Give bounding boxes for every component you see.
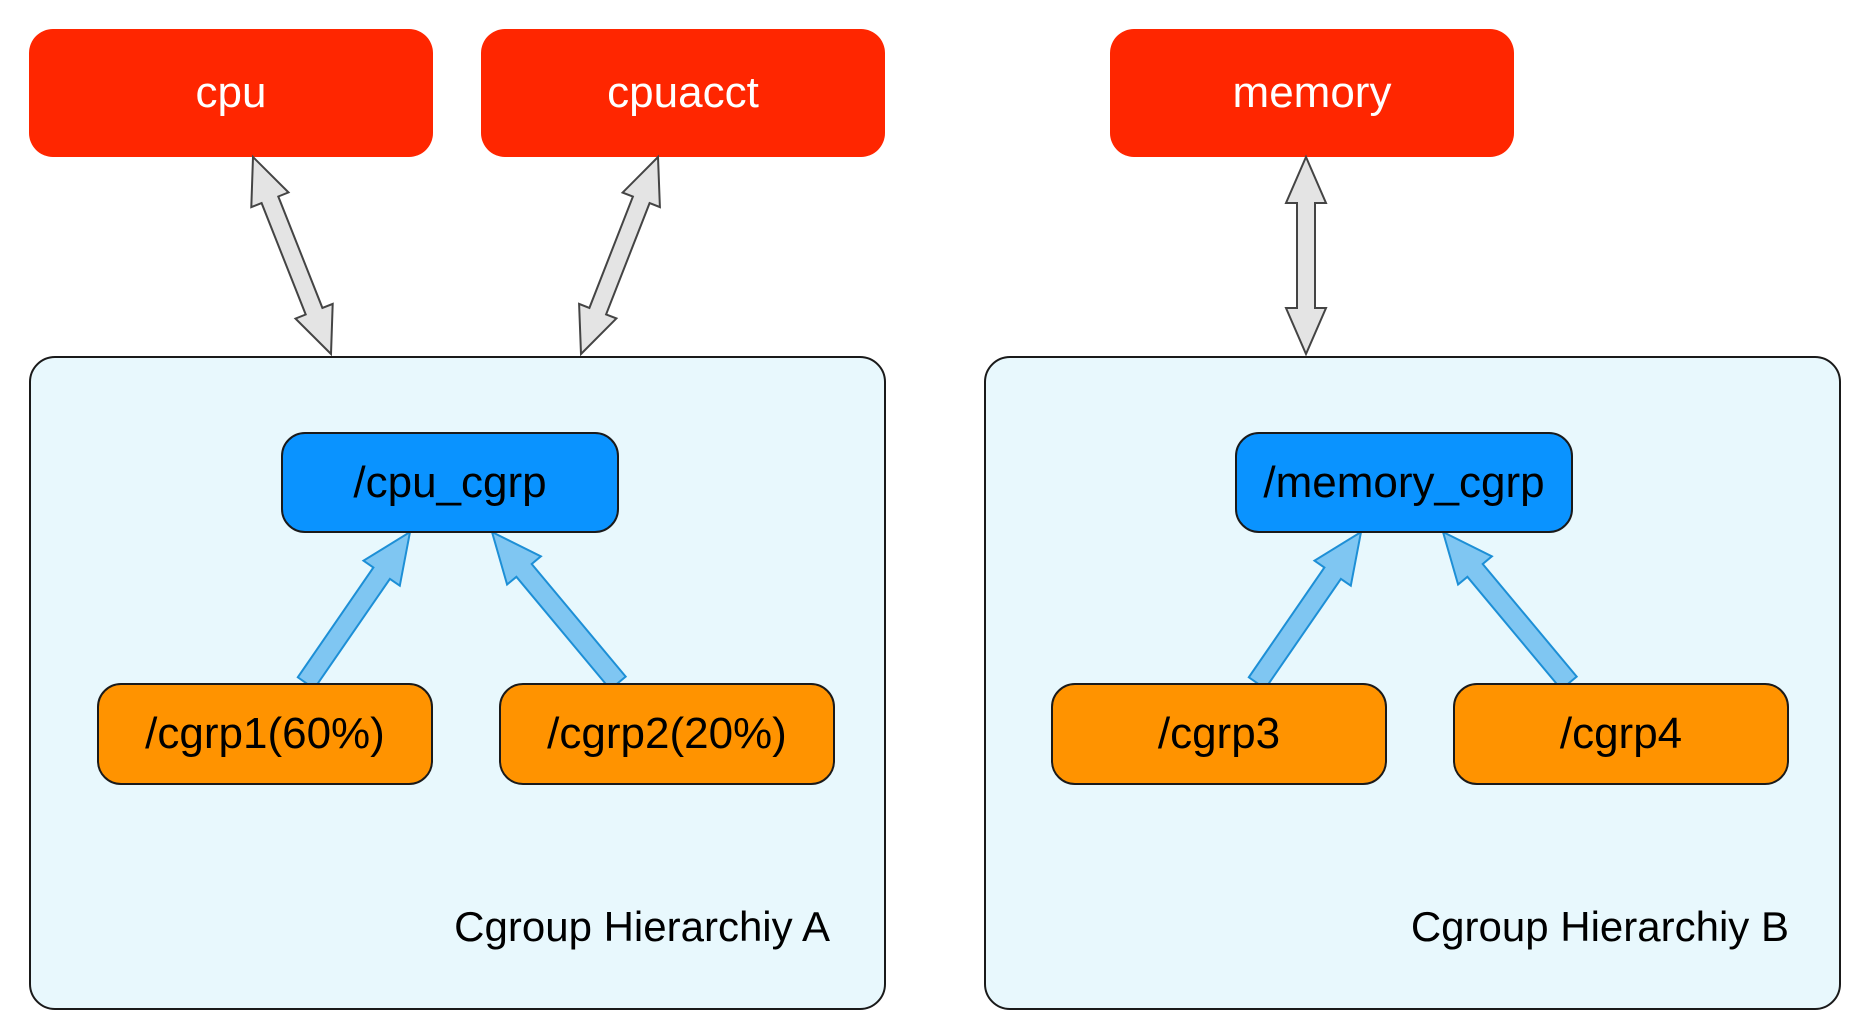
- child-arrow-cgrp4: [1441, 530, 1579, 691]
- child-arrow-cgrp2: [490, 530, 628, 691]
- subsystem-memory: memory: [1110, 29, 1514, 157]
- subsystem-cpuacct: cpuacct: [481, 29, 885, 157]
- attach-arrow-cpu: [250, 154, 334, 357]
- hierarchy-b-label: Cgroup Hierarchiy B: [1410, 903, 1789, 950]
- child-arrow-cgrp1: [296, 529, 412, 691]
- attach-arrow-cpuacct: [578, 154, 661, 357]
- child-cgrp4: /cgrp4: [1453, 683, 1789, 785]
- child-arrow-cgrp3: [1247, 529, 1363, 691]
- child-cgrp1: /cgrp1(60%): [97, 683, 433, 785]
- hierarchy-a-label: Cgroup Hierarchiy A: [454, 903, 830, 950]
- attach-arrow-memory: [1284, 154, 1328, 357]
- root-cpu-cgrp: /cpu_cgrp: [281, 432, 619, 533]
- child-cgrp2: /cgrp2(20%): [499, 683, 835, 785]
- child-cgrp3: /cgrp3: [1051, 683, 1387, 785]
- root-memory-cgrp: /memory_cgrp: [1235, 432, 1573, 533]
- subsystem-cpu: cpu: [29, 29, 433, 157]
